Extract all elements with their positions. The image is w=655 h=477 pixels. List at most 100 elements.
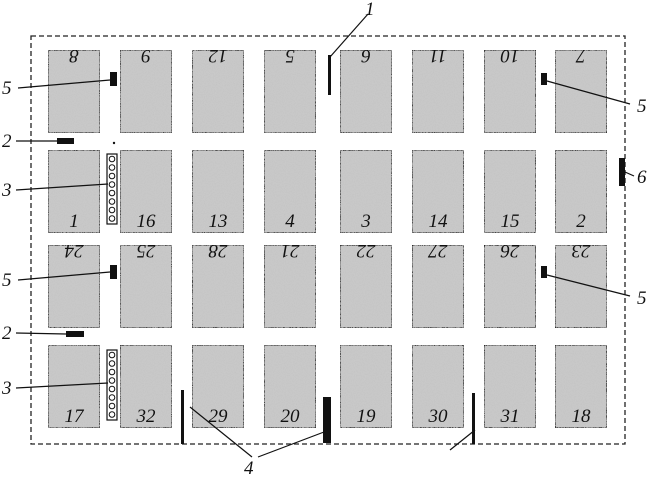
panel-number: 31 (500, 406, 520, 427)
panel (263, 49, 317, 134)
leader-4 (189, 406, 253, 458)
panel-number: 2 (576, 211, 586, 232)
panel (119, 149, 173, 234)
panel-number: 3 (360, 211, 371, 232)
connector-hole (108, 181, 116, 188)
panel (554, 149, 608, 234)
connector-strip (106, 153, 118, 225)
panel (411, 344, 465, 429)
connector-hole (108, 368, 116, 376)
panel (483, 244, 537, 329)
panel-number: 19 (357, 406, 377, 427)
panel-number: 27 (427, 240, 448, 261)
panel-number: 5 (285, 45, 295, 66)
connector-hole (108, 351, 116, 359)
panel-number: 30 (428, 406, 449, 427)
panel (263, 244, 317, 329)
leader-5 (17, 79, 111, 89)
panel-number: 28 (208, 240, 228, 261)
panel-number: 7 (575, 45, 586, 66)
panel (554, 244, 608, 329)
panel (339, 244, 393, 329)
leader-3 (15, 382, 109, 389)
connector-hole (108, 189, 116, 197)
panel (119, 344, 173, 429)
callout-1: 1 (365, 0, 375, 20)
panel-number: 15 (501, 211, 520, 232)
leader-4 (449, 429, 476, 451)
connector-hole (108, 155, 116, 163)
callout-4: 4 (244, 458, 254, 477)
part-5-marker (541, 73, 547, 85)
connector-hole (108, 402, 116, 410)
leader-2 (15, 332, 67, 335)
panel (47, 149, 101, 234)
panel-number: 13 (209, 211, 228, 232)
part-4-bar (181, 390, 184, 444)
panel (263, 344, 317, 429)
callout-2: 2 (2, 323, 12, 344)
panel (47, 344, 101, 429)
connector-hole (108, 215, 116, 222)
connector-hole (108, 385, 116, 393)
panel (47, 244, 101, 329)
panel (119, 244, 173, 329)
panel-number: 25 (137, 240, 156, 261)
panel-number: 29 (209, 406, 229, 427)
panel-number: 16 (137, 211, 157, 232)
panel-number: 18 (572, 406, 592, 427)
panel (191, 344, 245, 429)
panel-number: 23 (572, 240, 591, 261)
callout-2: 2 (2, 131, 12, 152)
callout-3: 3 (1, 378, 12, 399)
panel (191, 149, 245, 234)
part-5-marker (110, 72, 117, 86)
leader-3 (15, 183, 109, 191)
panel-number: 4 (285, 211, 295, 232)
callout-5: 5 (2, 270, 12, 291)
connector-hole (108, 394, 116, 401)
panel-number: 1 (69, 211, 79, 232)
callout-5: 5 (2, 78, 12, 99)
part-3-strips (106, 153, 118, 421)
panel-number: 12 (208, 45, 228, 66)
panel-number: 20 (281, 406, 301, 427)
leader-4 (257, 431, 325, 458)
panel (119, 49, 173, 134)
leader-5 (546, 274, 631, 297)
part-5-marker (110, 265, 117, 279)
part-1-bar (328, 55, 331, 95)
part-5-marker (541, 266, 547, 278)
part-2-bar (57, 138, 74, 144)
connector-hole (108, 172, 116, 180)
marker-dot (112, 141, 116, 145)
callout-3: 3 (1, 180, 12, 201)
panel (483, 344, 537, 429)
panel (411, 49, 465, 134)
part-6-bar (619, 158, 625, 186)
connector-strip (106, 349, 118, 421)
panel (339, 149, 393, 234)
panel-number: 11 (429, 45, 447, 66)
panel (483, 49, 537, 134)
panel-number: 8 (69, 45, 79, 66)
panel-number: 21 (281, 240, 300, 261)
panel (263, 149, 317, 234)
connector-hole (108, 198, 116, 205)
dashed-frame (30, 35, 626, 445)
panel-number: 26 (500, 240, 520, 261)
callout-5: 5 (637, 96, 647, 117)
panel (554, 344, 608, 429)
panel (339, 344, 393, 429)
panel (411, 244, 465, 329)
panel (339, 49, 393, 134)
panel (483, 149, 537, 234)
connector-hole (108, 377, 116, 384)
leader-5 (546, 80, 631, 105)
connector-hole (108, 206, 116, 214)
panel-number: 10 (500, 45, 520, 66)
connector-hole (108, 360, 116, 367)
connector-hole (108, 411, 116, 418)
part-2-bar (66, 331, 84, 337)
